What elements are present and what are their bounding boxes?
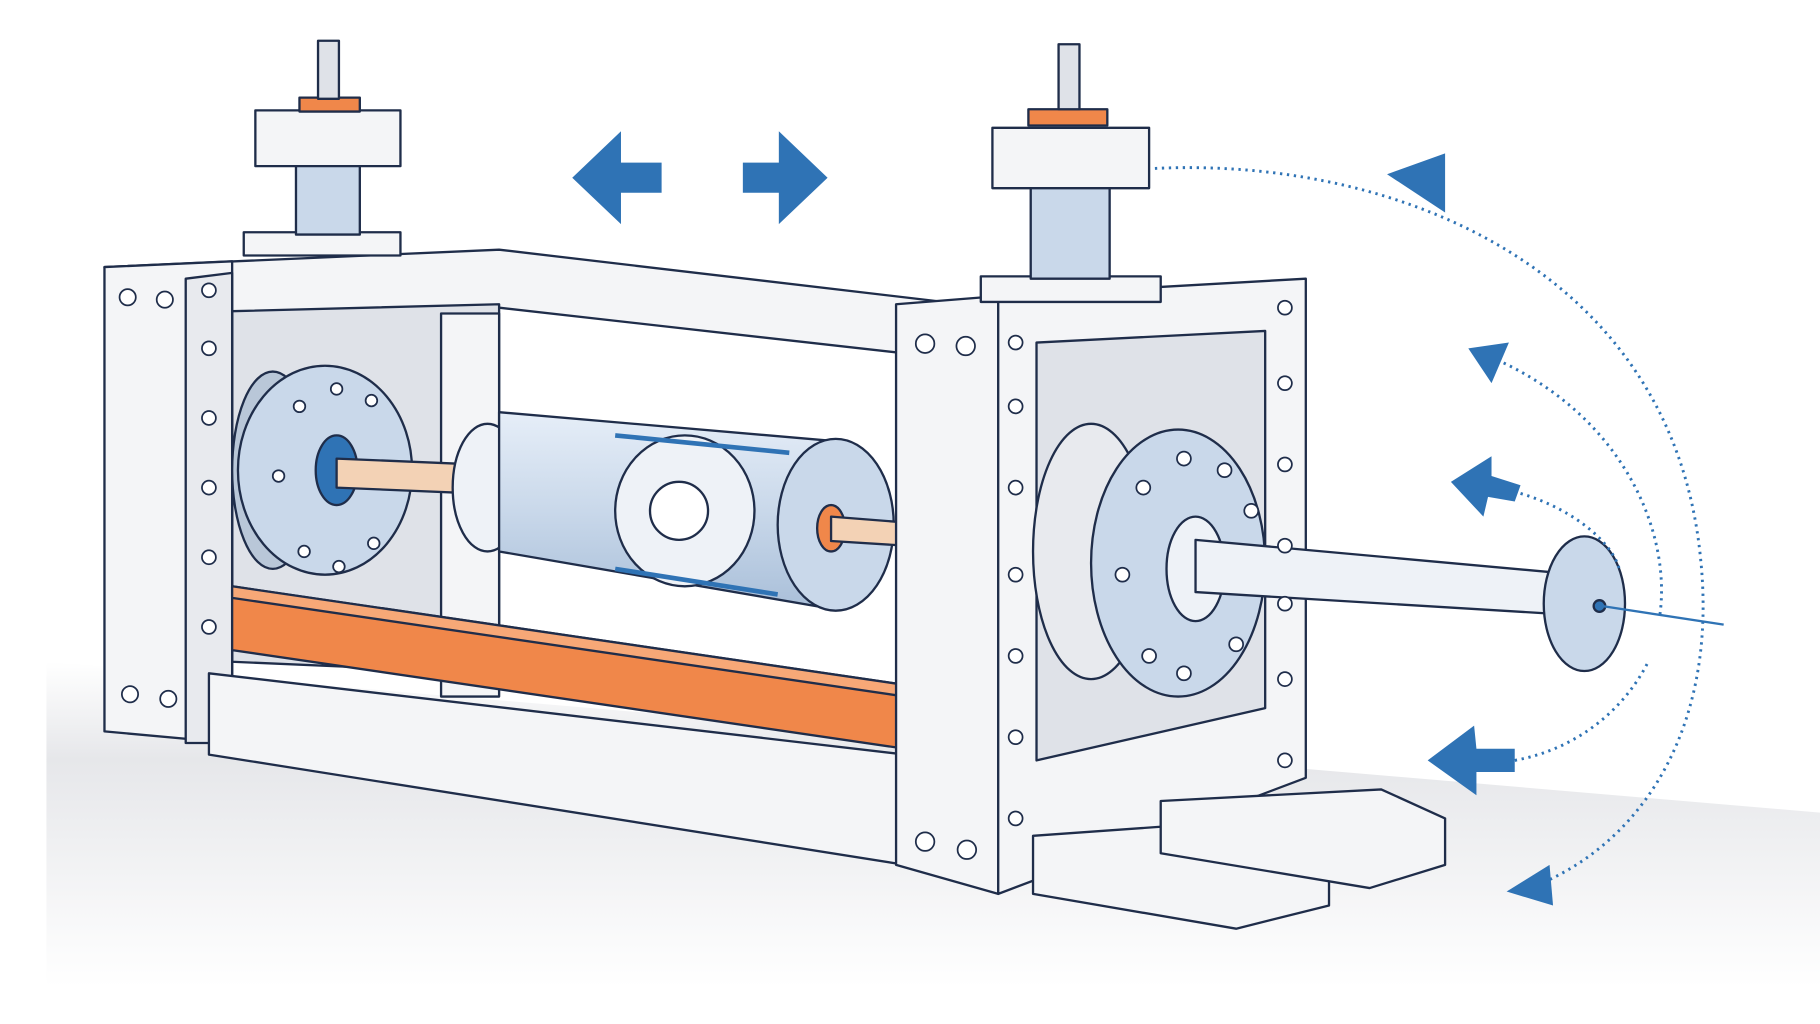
left-actuator [242, 39, 402, 257]
arrow-left-icon [572, 131, 662, 225]
rotation-arrowhead-3 [1450, 456, 1521, 517]
right-actuator [979, 43, 1162, 304]
mid-shaft [829, 515, 907, 547]
rotation-arrowhead-bottom [1506, 864, 1554, 906]
arrow-right-icon [742, 131, 828, 225]
rotation-arrowhead-top [1387, 153, 1446, 213]
output-disc [1542, 535, 1627, 673]
right-frame-front [894, 294, 1000, 896]
bearing [648, 480, 710, 542]
foot-2 [1159, 788, 1447, 890]
rotation-arrowhead-4 [1427, 725, 1515, 796]
rotation-arrowhead-2 [1468, 342, 1509, 384]
rotation-arrow-icon [1154, 166, 1705, 884]
